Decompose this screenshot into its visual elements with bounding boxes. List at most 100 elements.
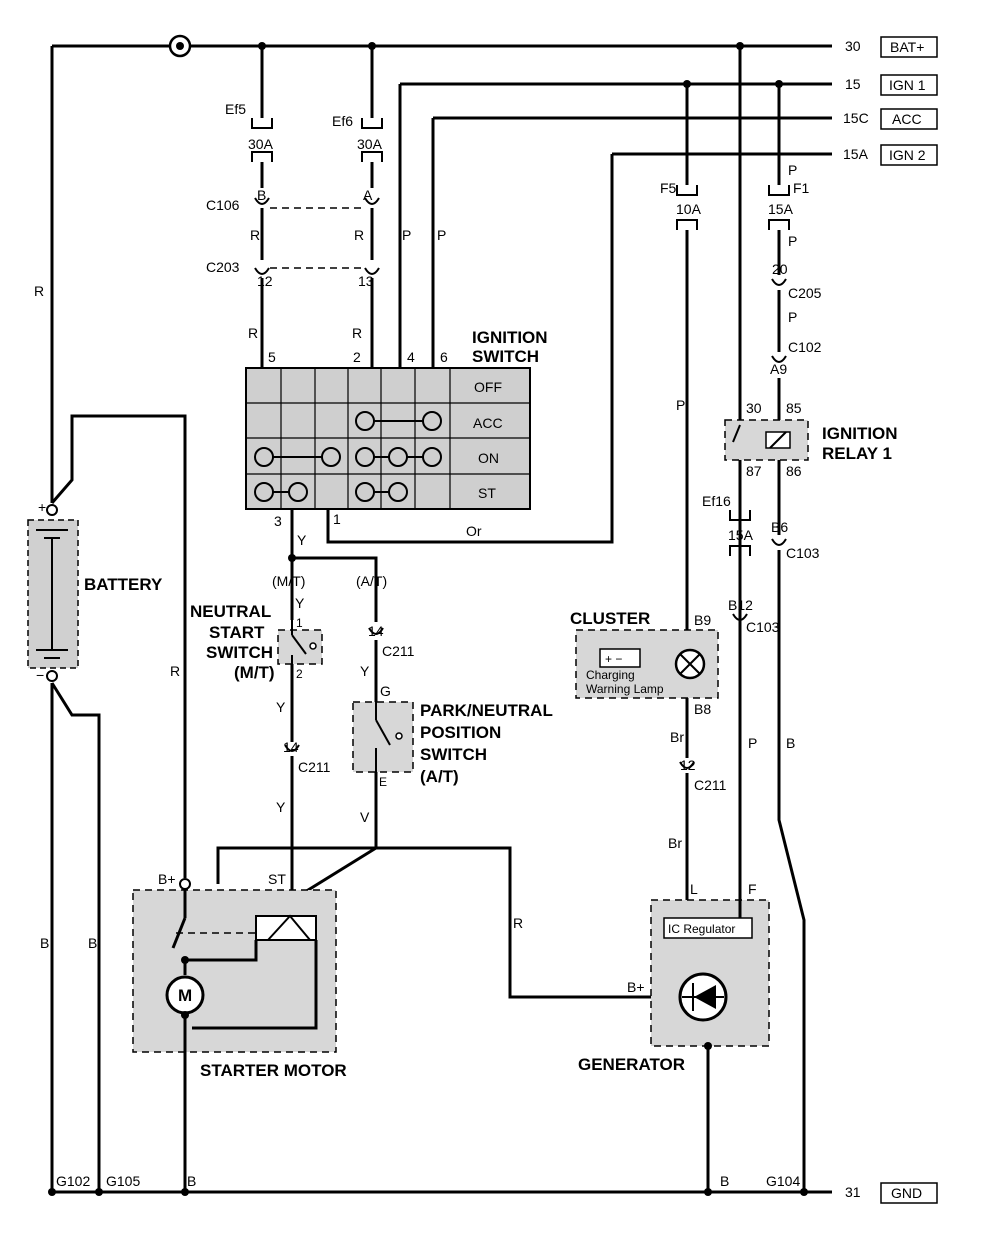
wire-color-r-battery: R (34, 283, 44, 299)
c205-pin-20: 20 (772, 261, 788, 277)
wire-color-b-g105: B (88, 935, 97, 951)
ground-g105: G105 (106, 1173, 140, 1189)
wire-color-b-gen: B (720, 1173, 729, 1189)
c103-label-ef16: C103 (746, 619, 780, 635)
fuse-ef6-rating: 30A (357, 136, 383, 152)
rail-num-15: 15 (845, 76, 861, 92)
starter-b-plus-terminal (179, 878, 191, 890)
wire-color-p-c205: P (788, 309, 797, 325)
charging-lamp-label-2: Warning Lamp (586, 682, 664, 696)
ground-g102: G102 (56, 1173, 90, 1189)
wire-color-b-starter: B (187, 1173, 196, 1189)
ignition-switch: OFF ACC ON ST 5 2 4 6 3 1 IGNITION SWITC… (245, 328, 548, 529)
pnp-label-3: SWITCH (420, 745, 487, 764)
fuse-ef6-name: Ef6 (332, 113, 353, 129)
wire-color-p-ign1: P (402, 227, 411, 243)
wire-color-y-mt: Y (295, 595, 305, 611)
wire-color-p-cluster: P (676, 397, 685, 413)
ign-pin-2: 2 (353, 349, 361, 365)
wire-color-r-pin2: R (352, 325, 362, 341)
rail-labels: 30 BAT+ 15 IGN 1 15C ACC 15A IGN 2 31 GN… (843, 36, 938, 1204)
relay-pin-85: 85 (786, 400, 802, 416)
pnp-label-1: PARK/NEUTRAL (420, 701, 553, 720)
nss-pin-2: 2 (296, 667, 303, 681)
connectors-c106-c203: C106 B A R R C203 12 13 R R (206, 187, 380, 368)
starter-motor: B+ ST M R STARTER MOTOR B (132, 846, 670, 1192)
pnp-pin-e: E (379, 775, 387, 789)
rail-num-31: 31 (845, 1184, 861, 1200)
starter-motor-m: M (178, 986, 192, 1005)
ign-pos-off: OFF (474, 379, 502, 395)
start-circuit: Y (M/T) (A/T) Y 1 2 NEUTRAL START SWITCH… (190, 509, 553, 902)
cluster-pin-b8: B8 (694, 701, 711, 717)
c106-pin-b: B (257, 187, 266, 203)
ign-p-wires: P P (398, 84, 446, 368)
ign-pin-6: 6 (440, 349, 448, 365)
fuse-f1-name: F1 (793, 180, 810, 196)
rail-num-15c: 15C (843, 110, 869, 126)
fuse-ef5: Ef5 30A (225, 46, 274, 188)
fuse-ef16-name: Ef16 (702, 493, 731, 509)
relay-pin-30: 30 (746, 400, 762, 416)
nss-label-4: (M/T) (234, 663, 275, 682)
generator: IC Regulator B+ GENERATOR B (578, 899, 770, 1192)
starter-motor-label: STARTER MOTOR (200, 1061, 347, 1080)
wire-color-b-relay: B (786, 735, 795, 751)
c205-label: C205 (788, 285, 822, 301)
c211-label-cluster: C211 (694, 777, 727, 793)
rail-label-acc: ACC (892, 111, 922, 127)
svg-text:+: + (38, 499, 46, 515)
pnp-label-2: POSITION (420, 723, 501, 742)
wire-color-r-ef5: R (250, 227, 260, 243)
wire-color-or: Or (466, 523, 482, 539)
ground-g104: G104 (766, 1173, 800, 1189)
fuse-ef5-name: Ef5 (225, 101, 246, 117)
nss-label-3: SWITCH (206, 643, 273, 662)
wire-f-bat: F P (738, 46, 757, 918)
gen-pin-l: L (690, 881, 698, 897)
fuse-ef6: Ef6 30A (332, 46, 383, 188)
wire-color-p-acc: P (437, 227, 446, 243)
wire-color-p-f1-top: P (788, 162, 797, 178)
battery-label: BATTERY (84, 575, 163, 594)
wire-color-g-pnp: G (380, 683, 391, 699)
generator-b-plus: B+ (627, 979, 645, 995)
wire-color-y-at: Y (360, 663, 370, 679)
relay-pin-87: 87 (746, 463, 762, 479)
ignition-relay-label-2: RELAY 1 (822, 444, 892, 463)
svg-text:+ −: + − (605, 652, 622, 666)
ignition-switch-label-1: IGNITION (472, 328, 548, 347)
wire-color-br-1: Br (670, 729, 684, 745)
svg-text:−: − (36, 667, 44, 683)
wire-color-r-pin5: R (248, 325, 258, 341)
ign-pin-3: 3 (274, 513, 282, 529)
ic-regulator-label: IC Regulator (668, 922, 735, 936)
battery-positive-terminal (46, 504, 58, 516)
c211-pin-14-at: 14 (368, 623, 384, 639)
ic-regulator (663, 917, 753, 939)
wire-color-v: V (360, 809, 370, 825)
relay-pin-86: 86 (786, 463, 802, 479)
fuse-f5-rating: 10A (676, 201, 702, 217)
fuse-f1-rating: 15A (768, 201, 794, 217)
cluster-pin-b9: B9 (694, 612, 711, 628)
c103-pin-b12: B12 (728, 597, 753, 613)
charging-lamp-label: Charging (586, 668, 635, 682)
ign-pin-5: 5 (268, 349, 276, 365)
battery-negative-terminal (46, 670, 58, 682)
fuse-f5-name: F5 (660, 180, 677, 196)
c106-pin-a: A (363, 187, 373, 203)
battery-circuit: + − BATTERY R R B B (27, 46, 187, 1192)
rail-label-bat: BAT+ (890, 39, 924, 55)
c211-label-at: C211 (382, 643, 415, 659)
starter-b-plus-label: B+ (158, 871, 176, 887)
fuse-ef5-rating: 30A (248, 136, 274, 152)
ignition-relay-label-1: IGNITION (822, 424, 898, 443)
wire-color-br-2: Br (668, 835, 682, 851)
rail-30-bat (52, 34, 832, 58)
nss-label-1: NEUTRAL (190, 602, 271, 621)
c103-pin-b6: B6 (771, 519, 788, 535)
c211-pin-14-mt: 14 (283, 739, 299, 755)
cluster-label: CLUSTER (570, 609, 650, 628)
nss-pin-1: 1 (296, 616, 303, 630)
